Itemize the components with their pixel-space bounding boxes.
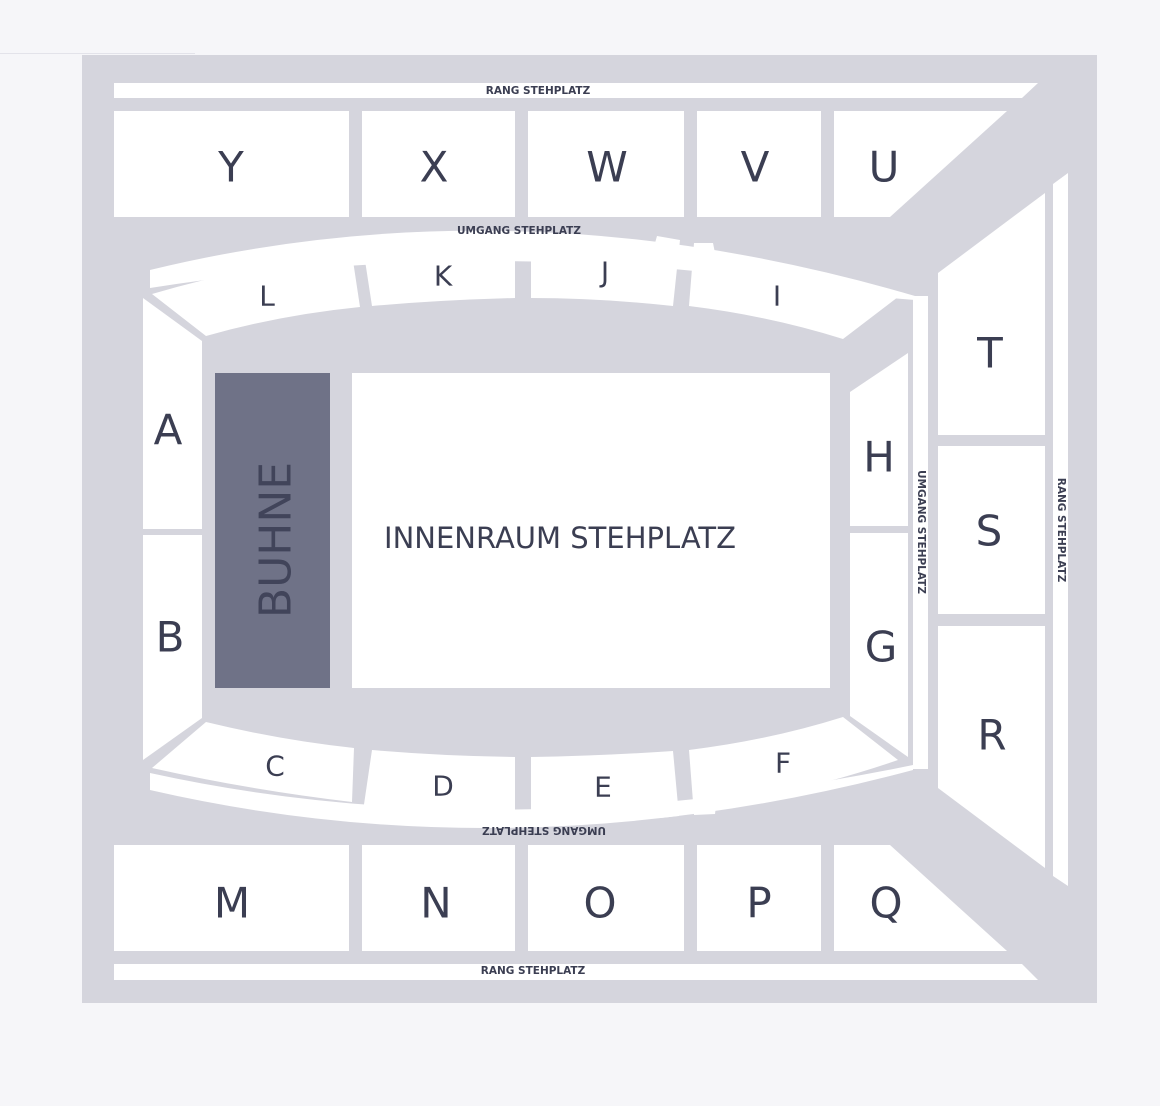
section-label: A	[154, 406, 183, 455]
section-E[interactable]: E	[531, 751, 679, 818]
section-label: S	[976, 507, 1003, 556]
stage-label: BUHNE	[251, 462, 302, 618]
section-K[interactable]: K	[362, 240, 515, 306]
section-label: H	[863, 433, 895, 482]
section-label: F	[775, 747, 791, 780]
section-H[interactable]: H	[850, 353, 908, 526]
rang-top-label: RANG STEHPLATZ	[486, 85, 591, 97]
section-P[interactable]: P	[697, 845, 821, 951]
section-J[interactable]: J	[531, 236, 680, 306]
section-label: I	[773, 280, 781, 313]
section-Y[interactable]: Y	[114, 111, 349, 217]
section-A[interactable]: A	[143, 298, 202, 529]
section-label: X	[420, 143, 449, 192]
umgang-top-label: UMGANG STEHPLATZ	[457, 225, 581, 237]
section-umgang-stehplatz-top[interactable]: UMGANG STEHPLATZ	[150, 225, 915, 300]
section-innenraum-stehplatz[interactable]: INNENRAUM STEHPLATZ	[352, 373, 830, 688]
section-U[interactable]: U	[834, 111, 1007, 217]
section-label: V	[741, 143, 770, 192]
section-L[interactable]: L	[152, 254, 360, 336]
section-label: O	[583, 879, 616, 928]
section-S[interactable]: S	[938, 446, 1045, 614]
section-N[interactable]: N	[362, 845, 515, 951]
section-rang-stehplatz-top[interactable]: RANG STEHPLATZ	[114, 83, 1038, 98]
section-label: J	[599, 256, 609, 289]
section-F[interactable]: F	[689, 717, 898, 815]
floor-label: INNENRAUM STEHPLATZ	[384, 521, 736, 555]
section-M[interactable]: M	[114, 845, 349, 951]
section-Q[interactable]: Q	[834, 845, 1007, 951]
section-rang-stehplatz-bottom[interactable]: RANG STEHPLATZ	[114, 964, 1038, 980]
section-R[interactable]: R	[938, 626, 1045, 868]
section-label: B	[156, 613, 185, 662]
top-divider	[0, 53, 195, 54]
umgang-right-label: UMGANG STEHPLATZ	[915, 470, 927, 594]
section-G[interactable]: G	[850, 533, 908, 757]
stage: BUHNE	[215, 373, 330, 688]
section-label: Y	[217, 143, 244, 192]
section-label: P	[746, 879, 771, 928]
section-label: L	[259, 280, 275, 313]
section-label: T	[976, 329, 1003, 378]
section-O[interactable]: O	[528, 845, 684, 951]
section-label: D	[432, 770, 454, 803]
section-label: M	[214, 879, 250, 928]
section-V[interactable]: V	[697, 111, 821, 217]
section-label: E	[594, 771, 612, 804]
section-I[interactable]: I	[689, 243, 898, 339]
section-B[interactable]: B	[143, 535, 202, 760]
section-umgang-stehplatz-right[interactable]: UMGANG STEHPLATZ	[913, 296, 928, 769]
section-label: U	[869, 143, 900, 192]
section-umgang-stehplatz-bottom[interactable]: UMGANG STEHPLATZ	[150, 765, 913, 836]
section-C[interactable]: C	[152, 722, 354, 802]
section-label: W	[586, 143, 628, 192]
section-X[interactable]: X	[362, 111, 515, 217]
umgang-bottom-label: UMGANG STEHPLATZ	[482, 824, 606, 836]
section-label: R	[977, 711, 1006, 760]
rang-right-label: RANG STEHPLATZ	[1055, 478, 1067, 583]
section-D[interactable]: D	[362, 750, 515, 822]
rang-bottom-label: RANG STEHPLATZ	[481, 965, 586, 977]
section-label: K	[434, 260, 453, 293]
section-label: N	[420, 879, 451, 928]
section-label: G	[865, 623, 898, 672]
section-rang-stehplatz-right[interactable]: RANG STEHPLATZ	[1053, 173, 1068, 886]
section-T[interactable]: T	[938, 193, 1045, 435]
section-W[interactable]: W	[528, 111, 684, 217]
section-label: Q	[869, 879, 902, 928]
section-label: C	[265, 750, 285, 783]
